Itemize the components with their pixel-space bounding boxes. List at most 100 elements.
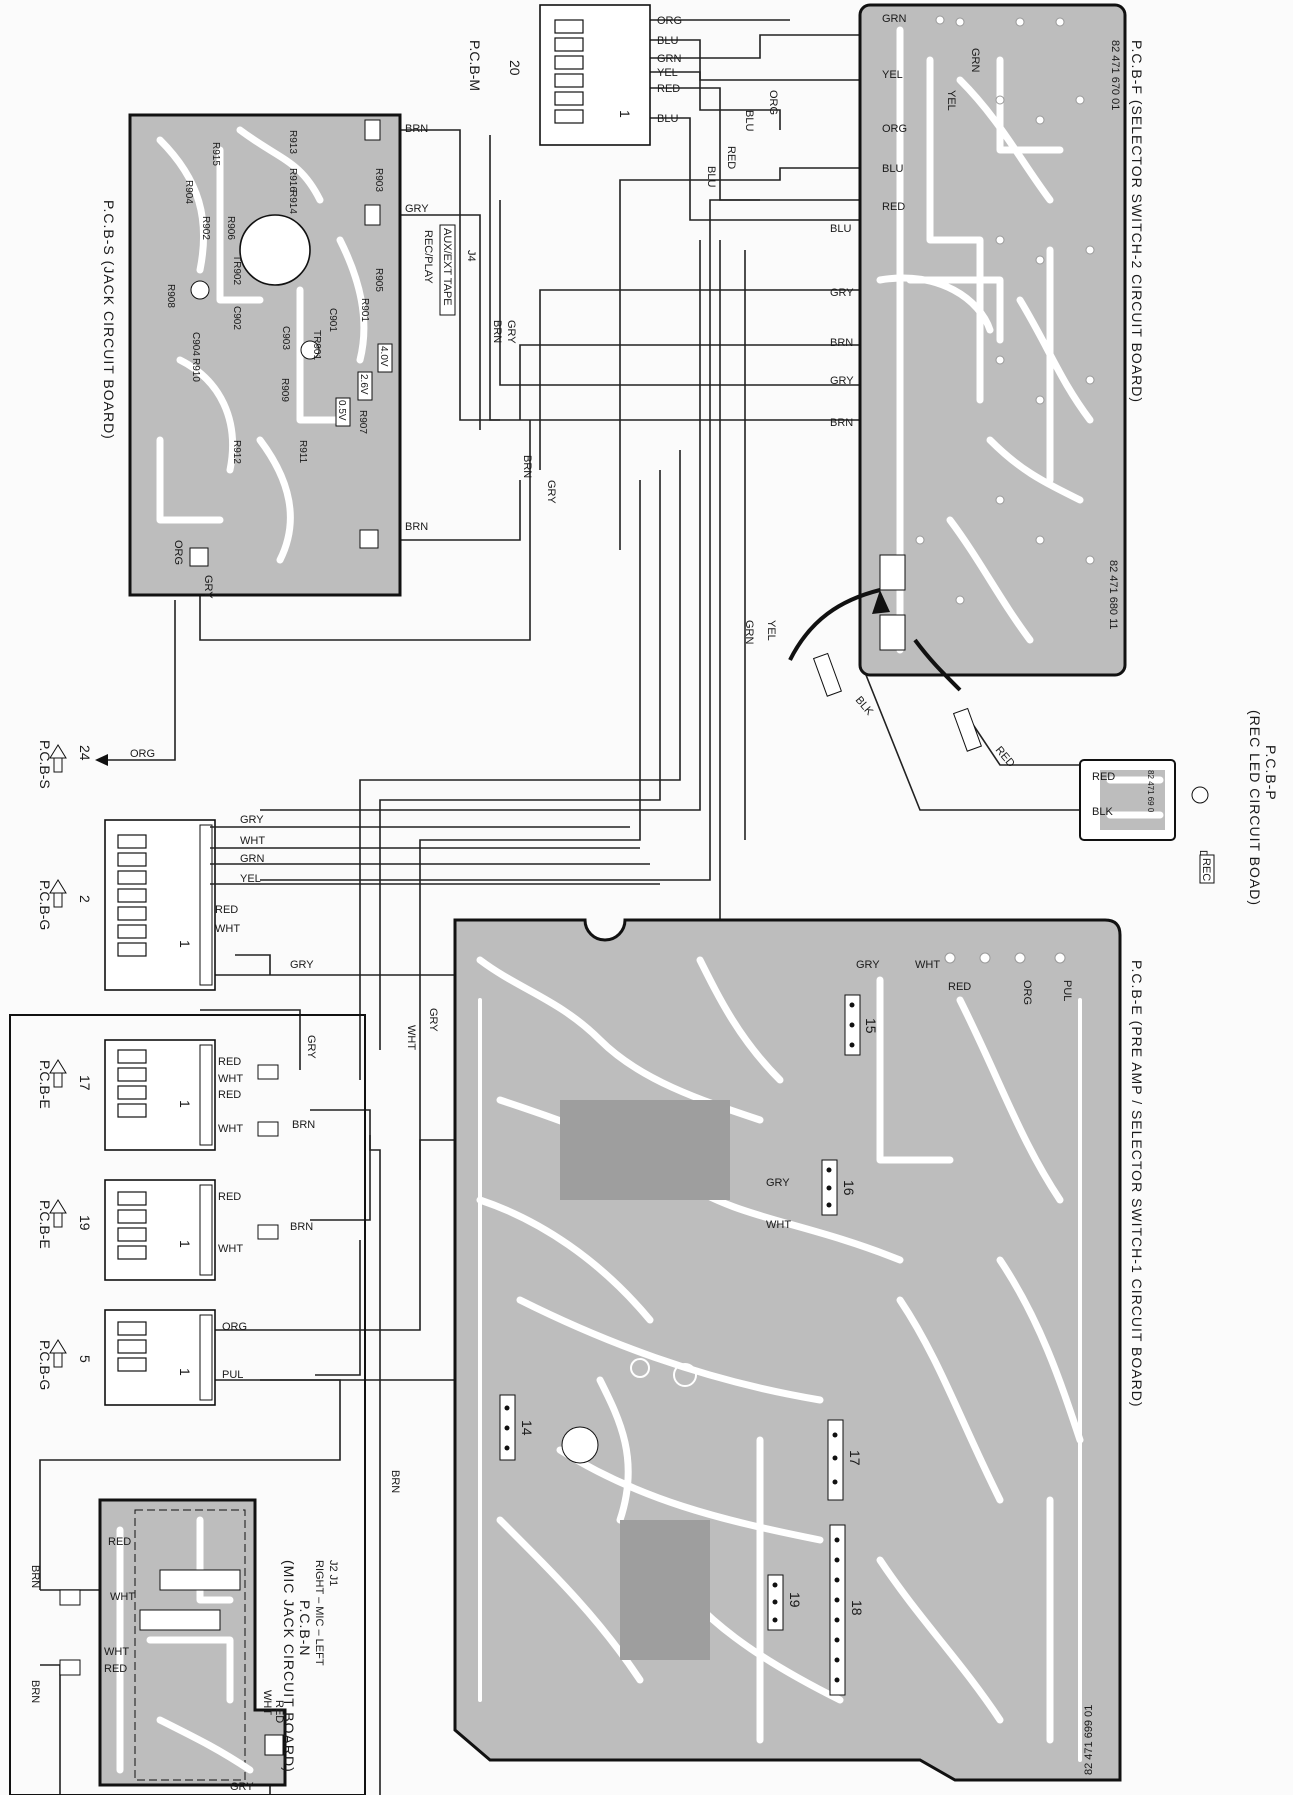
pcb-e-mount-hole	[561, 1426, 599, 1464]
part-r916: R916	[287, 168, 298, 192]
harness-label-red: RED	[725, 146, 737, 169]
wire-label-brn-2: BRN	[830, 417, 853, 429]
vlabel-gry-2: GRY	[545, 480, 557, 504]
pcbe-wire-pul: PUL	[1061, 980, 1073, 1001]
connector-19: 1 19 P.C.B-E RED WHT BRN	[37, 1179, 313, 1281]
connector-19-wire-1: RED	[218, 1191, 241, 1203]
pcb-n-board: RED BRN WHT WHT RED BRN WHT RED GRY J2 J…	[29, 1498, 339, 1793]
pcbn-wire-brn-2: BRN	[29, 1680, 41, 1703]
harness-label-blu: BLU	[743, 110, 755, 131]
pcb-e-connector-16: 16	[821, 1159, 857, 1216]
pcbs-wire-org: ORG	[172, 540, 184, 565]
pcb-p-title-1: P.C.B-P	[1263, 745, 1279, 801]
pcbs-wire-brn-2: BRN	[405, 521, 428, 533]
pcbn-wire-gry: GRY	[230, 1781, 254, 1793]
connector-17: 1 17 P.C.B-E RED WHT RED WHT BRN	[37, 1039, 315, 1151]
part-r902: R902	[200, 216, 211, 240]
pcb-e-connector-15: 15	[844, 994, 879, 1056]
part-c904: C904	[190, 332, 201, 356]
pcbs-wire-gry-2: GRY	[202, 575, 214, 599]
vlabel-brn-2: BRN	[521, 455, 533, 478]
pcb-p-title-2: (REC LED CIRCUIT BOAD)	[1247, 710, 1263, 906]
wire-red-label: RED	[993, 744, 1017, 770]
connector-5-wire-2: PUL	[222, 1369, 243, 1381]
jack-j4-ref: J4	[465, 250, 477, 262]
part-r913: R913	[287, 130, 298, 154]
pcb-s-traces	[156, 126, 368, 564]
pcb-e-hole-2	[630, 1358, 650, 1378]
part-r911: R911	[297, 440, 308, 464]
pcbs-wire-gry: GRY	[405, 203, 429, 215]
wire-label-red: RED	[882, 201, 905, 213]
vlabel-gry: GRY	[505, 320, 517, 344]
connector-19-arrow-icon	[49, 1199, 67, 1228]
connector-2-dest: P.C.B-G	[37, 880, 53, 930]
pcbe-wire-gry: GRY	[856, 959, 880, 971]
part-r915: R915	[210, 142, 221, 166]
pcbe-wire-wht: WHT	[915, 959, 940, 971]
pcb-n-title-2: RIGHT – MIC – LEFT	[313, 1560, 325, 1666]
pcb-e-connector-14: 14	[499, 1394, 535, 1461]
part-r912: R912	[231, 440, 242, 464]
pcb-s-voltages: 4.0V 2.6V 0.5V	[335, 343, 393, 427]
arrow-icon-2	[913, 638, 962, 692]
part-tr902: TR902	[231, 255, 242, 285]
pcb-e-connector-14-label: 14	[519, 1420, 535, 1436]
pcb-e-connector-17: 17	[827, 1419, 863, 1501]
part-r906: R906	[225, 216, 236, 240]
connector-2-pin1: 1	[177, 940, 193, 948]
connector-20-number: 20	[507, 60, 523, 76]
part-r909: R909	[279, 378, 290, 402]
part-c901: C901	[327, 308, 338, 332]
voltage-4v: 4.0V	[378, 346, 389, 367]
pcbn-wire-wht-3: WHT	[261, 1690, 273, 1715]
connector-2-wire-5: RED	[215, 904, 238, 916]
pcb-s-title: P.C.B-S (JACK CIRCUIT BOARD)	[101, 200, 117, 440]
connector-20-wire-1: ORG	[657, 15, 682, 27]
part-r908: R908	[165, 284, 176, 308]
connector-2-wire-1: GRY	[240, 814, 264, 826]
connector-5-wire-1: ORG	[222, 1321, 247, 1333]
pcb-f-terminal-2	[879, 614, 906, 651]
wire-label-gry: GRY	[830, 287, 854, 299]
voltage-0-5v: 0.5V	[336, 400, 347, 421]
connector-20-pin1: 1	[617, 110, 633, 118]
pcbs-wire-brn: BRN	[405, 123, 428, 135]
pcb-f-pads	[915, 15, 1095, 605]
pcb-e-connector-18: 18	[829, 1524, 865, 1696]
part-r904: R904	[183, 180, 194, 204]
connector-17-brn-label: BRN	[292, 1119, 315, 1131]
wire-blk-label: BLK	[853, 694, 876, 718]
connector-5-pin1: 1	[177, 1368, 193, 1376]
pcbp-wire-red: RED	[1092, 771, 1115, 783]
jack-j1-icon	[139, 1609, 221, 1631]
wire-label-gry-2: GRY	[830, 375, 854, 387]
vlabel-brn: BRN	[491, 320, 503, 343]
harness-label-blu-2: BLU	[705, 166, 717, 187]
pcb-f-traces	[876, 26, 1094, 654]
wire-label-yel-right: YEL	[945, 90, 957, 111]
pcbe-wire-wht-2: WHT	[766, 1219, 791, 1231]
wire-label-grn: GRN	[882, 13, 907, 25]
jack-j4-line1: AUX/EXT TAPE	[441, 228, 453, 306]
connector-20: 1 20 P.C.B-M ORG BLU GRN YEL RED BLU	[467, 4, 682, 146]
pcb-f-board: P.C.B-F (SELECTOR SWITCH-2 CIRCUIT BOARD…	[858, 3, 1145, 677]
connector-5-dest: P.C.B-G	[37, 1340, 53, 1390]
vlabel-gry-3: GRY	[427, 1008, 439, 1032]
pcb-f-terminal-1	[879, 554, 906, 591]
connector-17-arrow-icon	[49, 1059, 67, 1088]
connector-5-arrow-icon	[49, 1339, 67, 1368]
part-r903: R903	[373, 168, 384, 192]
pcbn-wire-red-3: RED	[273, 1700, 285, 1723]
connector-17-number: 17	[77, 1075, 93, 1091]
pcb-n-title-4: (MIC JACK CIRCUIT BOARD)	[281, 1560, 297, 1773]
connector-24: 24 P.C.B-S	[37, 740, 108, 789]
pcb-p-part-number: 82 471 69 0	[1146, 770, 1155, 813]
pcb-n-jack-outline	[134, 1509, 246, 1781]
connector-17-dest: P.C.B-E	[37, 1060, 53, 1109]
connector-20-dest: P.C.B-M	[467, 40, 483, 91]
pcbn-wire-wht: WHT	[110, 1591, 135, 1603]
vlabel-grn: GRN	[743, 620, 755, 645]
